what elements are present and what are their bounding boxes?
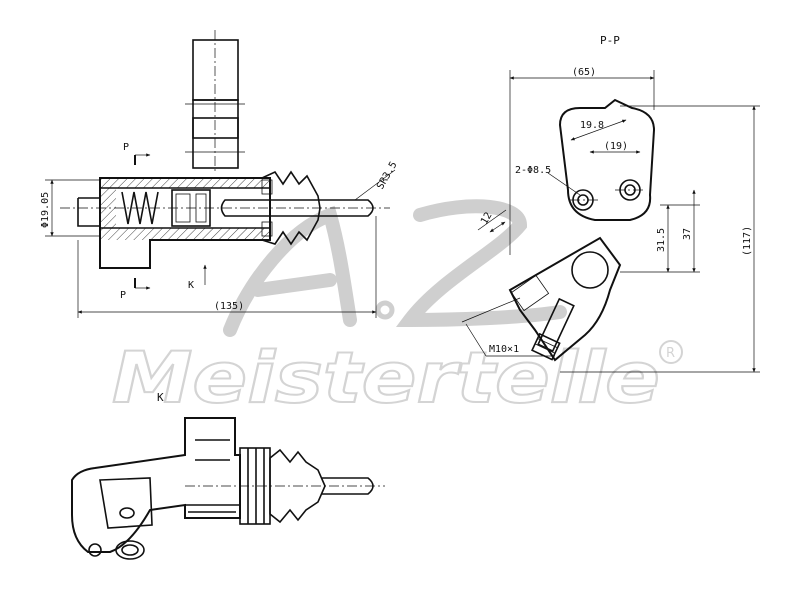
- dim-37: 37: [682, 228, 693, 240]
- mounting-flange: [558, 98, 656, 221]
- body-outline-k: [71, 417, 241, 553]
- dim-width-65: (65): [572, 67, 596, 78]
- dim-bore-diameter: Φ19.05: [40, 192, 51, 228]
- watermark-registered-letter: R: [666, 346, 675, 361]
- reservoir-mount: [192, 39, 239, 101]
- dust-boot-k: [269, 448, 326, 524]
- dim-12: 12: [479, 211, 495, 227]
- dim-31-5: 31.5: [656, 228, 667, 252]
- outlet-bore: [571, 251, 609, 289]
- port-hole-k: [119, 507, 135, 519]
- dim-total-length: (135): [214, 301, 244, 312]
- dim-height-117: (117): [742, 226, 753, 256]
- mount-bore: [192, 117, 239, 139]
- watermark-brand: Meistertelle: [112, 337, 660, 419]
- mount-section-hatch: [192, 99, 239, 169]
- body-left-boss: [77, 197, 100, 227]
- push-rod: [220, 199, 374, 217]
- dim-19-8: 19.8: [580, 120, 604, 131]
- lower-hole-k: [115, 540, 145, 560]
- dim-thread: M10×1: [489, 344, 519, 355]
- watermark-logo-l: [395, 199, 567, 328]
- outlet-body: [508, 236, 622, 362]
- watermark: Meistertelle R: [111, 199, 683, 420]
- bleeder-fitting: [531, 297, 575, 361]
- watermark-logo-a: [223, 205, 357, 337]
- dim-sphere-radius: SR3.5: [375, 160, 400, 192]
- cut-p-top: P: [123, 142, 129, 153]
- dim-holes: 2-Φ8.5: [515, 165, 551, 176]
- section-title: P-P: [600, 34, 620, 47]
- cut-p-bottom: P: [120, 290, 126, 301]
- section-p-p-view: P-P (65) 19.8 (19) 2-Φ8.5: [461, 34, 760, 373]
- cylinder-body: [99, 177, 271, 269]
- view-arrow-k: K: [188, 280, 194, 291]
- watermark-logo-dot: [375, 300, 395, 320]
- view-k-title: K: [157, 391, 164, 404]
- dim-19: (19): [604, 141, 628, 152]
- view-k: K: [71, 391, 385, 560]
- return-spring: [121, 191, 159, 225]
- watermark-registered-mark: [659, 340, 683, 364]
- boss-k: [99, 477, 153, 529]
